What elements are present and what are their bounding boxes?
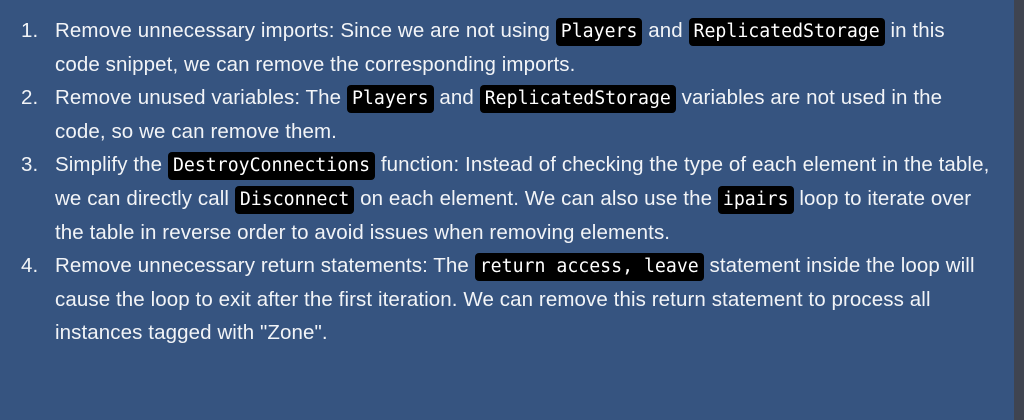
numbered-recommendation-list: 1. Remove unnecessary imports: Since we a… [21, 14, 990, 350]
list-item: 2. Remove unused variables: The Players a… [21, 81, 990, 148]
list-item-text: Remove unnecessary imports: Since we are… [55, 19, 556, 42]
list-item: 1. Remove unnecessary imports: Since we a… [21, 14, 990, 81]
inline-code-token: ReplicatedStorage [688, 18, 885, 46]
inline-code-token: Players [555, 18, 643, 46]
inline-code-token: return access, leave [474, 253, 704, 282]
inline-code-token: Disconnect [234, 185, 355, 214]
list-item-marker: 3. [21, 153, 39, 177]
list-item-text: loop to iterate over the table in revers… [55, 186, 977, 244]
list-item-text: Remove unused variables: The [55, 86, 347, 110]
inline-code-token: DestroyConnections [167, 152, 376, 181]
inline-code-token: ipairs [717, 185, 794, 214]
list-item-text: and [433, 86, 480, 110]
list-item-text: in this code snippet, we can remove the … [55, 19, 951, 76]
list-item-text: Remove unnecessary return statements: Th… [55, 254, 475, 278]
list-item-text: and [642, 19, 689, 42]
list-item-text: on each element. We can also use the [354, 186, 718, 210]
list-item-marker: 2. [21, 86, 39, 110]
list-item-text: statement inside the loop will cause the… [55, 254, 981, 345]
list-item: 3.Simplify the DestroyConnections functi… [21, 148, 990, 249]
list-item-marker: 4. [21, 254, 39, 278]
inline-code-token: Players [346, 85, 434, 114]
list-item-text: variables are not used in the code, so w… [55, 86, 948, 143]
list-item-text: Simplify the [55, 153, 168, 177]
inline-code-token: ReplicatedStorage [479, 85, 676, 114]
list-item: 4. Remove unnecessary return statements: … [21, 249, 990, 350]
right-edge-gutter [1014, 0, 1024, 420]
list-item-text: function: Instead of checking the type o… [55, 153, 996, 210]
list-item-marker: 1. [21, 19, 39, 42]
